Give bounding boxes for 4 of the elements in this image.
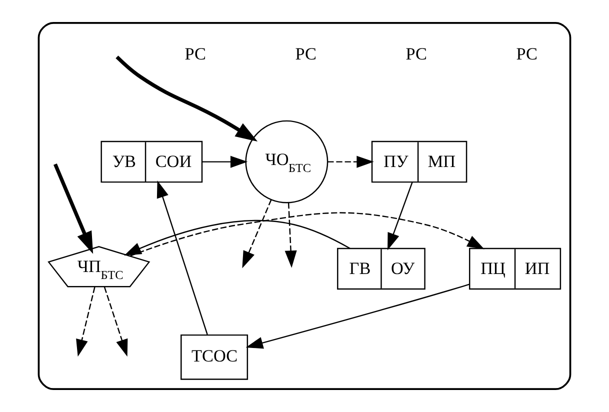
label: РС bbox=[295, 44, 317, 64]
label: РС bbox=[184, 44, 206, 64]
label: РС bbox=[516, 44, 538, 64]
label: РС bbox=[406, 44, 427, 64]
